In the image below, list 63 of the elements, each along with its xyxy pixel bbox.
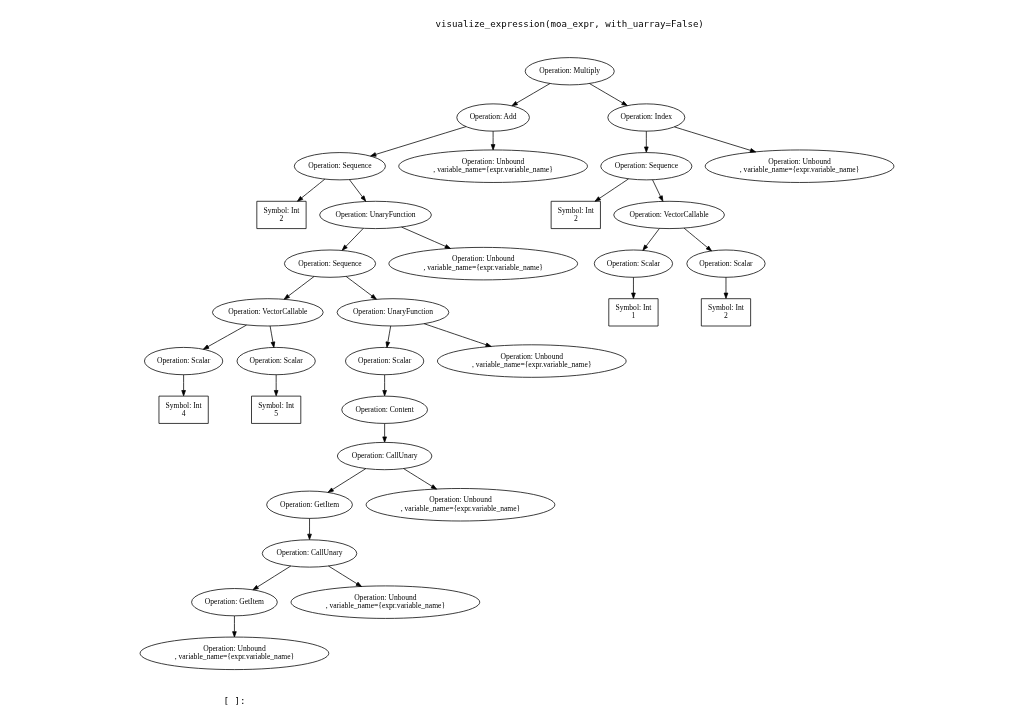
node-ellipse: Operation: VectorCallable bbox=[211, 298, 324, 327]
arrow bbox=[296, 178, 325, 202]
node-ellipse: Operation: Unbound , variable_name={expr.variable_name} bbox=[139, 636, 329, 670]
node-box: Symbol: Int 2 bbox=[550, 200, 601, 229]
arrow bbox=[643, 130, 649, 153]
node-ellipse: Operation: Scalar bbox=[685, 249, 765, 278]
node-ellipse: Operation: CallUnary bbox=[336, 442, 432, 471]
node-ellipse: Operation: Sequence bbox=[283, 249, 376, 278]
arrow bbox=[683, 227, 712, 252]
arrow bbox=[369, 126, 466, 157]
arrow bbox=[202, 324, 247, 350]
arrow bbox=[269, 325, 275, 348]
node-ellipse: Operation: GetItem bbox=[190, 588, 278, 617]
arrow bbox=[348, 179, 366, 202]
arrow bbox=[423, 323, 492, 347]
arrow bbox=[381, 374, 387, 397]
node-ellipse: Operation: CallUnary bbox=[261, 539, 357, 568]
node-box: Symbol: Int 2 bbox=[700, 298, 751, 327]
label: visualize_expression(moa_expr, with_uarray=False) bbox=[435, 19, 704, 30]
arrow bbox=[327, 468, 366, 493]
node-ellipse: Operation: Unbound , variable_name={expr.variable_name} bbox=[397, 149, 588, 183]
node-ellipse: Operation: Unbound , variable_name={expr.variable_name} bbox=[365, 488, 555, 522]
node-ellipse: Operation: UnaryFunction bbox=[336, 298, 449, 327]
node-ellipse: Operation: VectorCallable bbox=[612, 200, 725, 229]
arrow bbox=[588, 83, 628, 106]
arrow bbox=[402, 468, 437, 490]
node-ellipse: Operation: Scalar bbox=[143, 347, 223, 376]
node-ellipse: Operation: Scalar bbox=[593, 249, 673, 278]
node-ellipse: Operation: Multiply bbox=[524, 57, 615, 86]
arrow bbox=[642, 228, 660, 251]
node-box: Symbol: Int 1 bbox=[607, 298, 658, 327]
arrow bbox=[723, 276, 728, 299]
node-ellipse: Operation: GetItem bbox=[265, 490, 353, 519]
arrow bbox=[327, 565, 362, 587]
label: [ ]: bbox=[222, 696, 245, 707]
node-ellipse: Operation: Unbound , variable_name={expr.variable_name} bbox=[388, 247, 578, 281]
arrow bbox=[345, 276, 377, 300]
arrow bbox=[231, 615, 237, 638]
arrow bbox=[673, 126, 756, 153]
arrow bbox=[630, 276, 636, 299]
node-ellipse: Operation: Content bbox=[340, 395, 428, 424]
arrow bbox=[400, 226, 451, 249]
node-ellipse: Operation: Scalar bbox=[344, 347, 424, 376]
arrow bbox=[180, 374, 186, 397]
arrow bbox=[594, 178, 629, 202]
arrow bbox=[306, 518, 312, 540]
node-ellipse: Operation: Sequence bbox=[599, 152, 692, 181]
arrow bbox=[490, 130, 495, 151]
node-box: Symbol: Int 4 bbox=[158, 395, 209, 424]
node-ellipse: Operation: Unbound , variable_name={expr.variable_name} bbox=[290, 585, 480, 619]
node-ellipse: Operation: UnaryFunction bbox=[318, 200, 432, 229]
arrow bbox=[252, 565, 291, 591]
node-ellipse: Operation: Index bbox=[606, 103, 685, 132]
arrow bbox=[341, 227, 364, 251]
node-box: Symbol: Int 2 bbox=[255, 200, 306, 229]
arrow bbox=[283, 276, 314, 300]
arrow bbox=[511, 83, 550, 107]
arrow bbox=[273, 374, 278, 397]
arrow bbox=[651, 179, 663, 202]
node-ellipse: Operation: Scalar bbox=[236, 347, 316, 376]
arrow bbox=[381, 423, 387, 443]
node-box: Symbol: Int 5 bbox=[250, 395, 301, 424]
arrow bbox=[385, 325, 391, 348]
